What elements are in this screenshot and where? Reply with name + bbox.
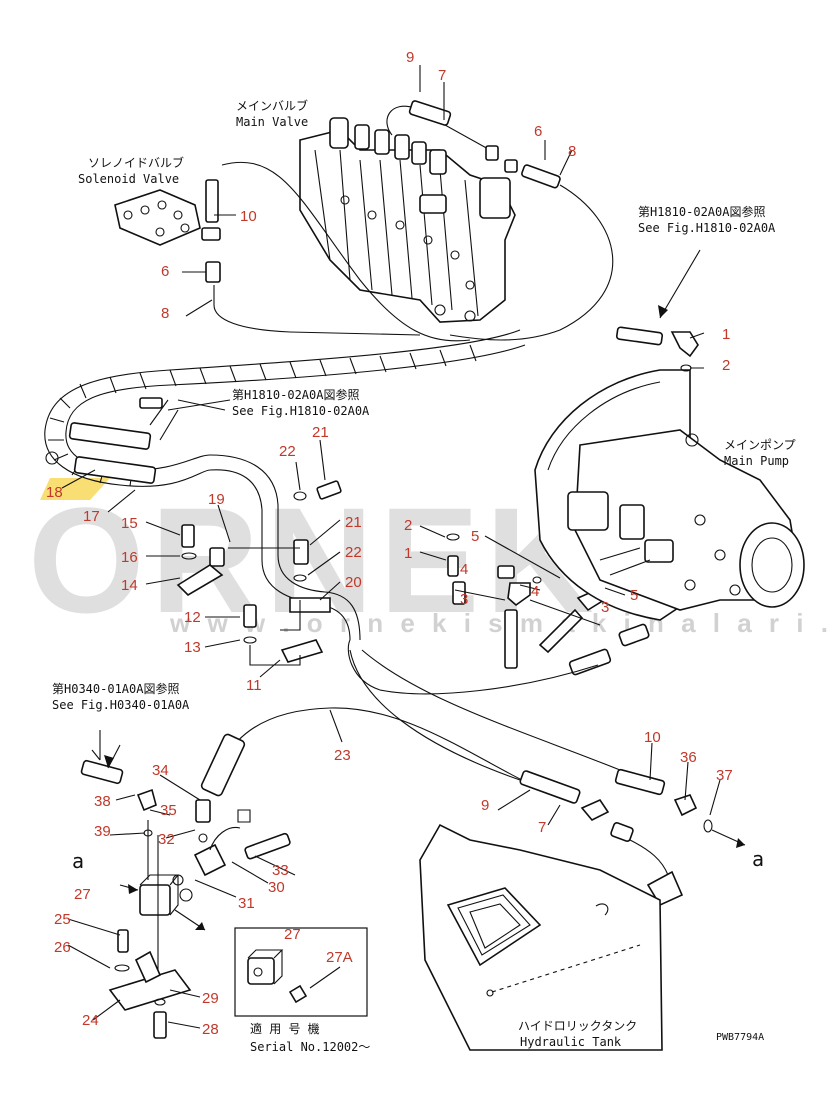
part-number: 26 <box>54 939 71 956</box>
part-number: 3 <box>601 599 609 616</box>
part-number: 23 <box>334 747 351 764</box>
view-a-right: a <box>752 847 764 871</box>
mid-fittings <box>347 533 650 695</box>
part-number: 7 <box>538 819 546 836</box>
part-number: 33 <box>272 862 289 879</box>
watermark-url: w w w . o r n e k i s m a k i n a l a r … <box>169 608 839 638</box>
ref-h1810-left-en: See Fig.H1810-02A0A <box>232 404 370 418</box>
tank-label-jp: ハイドロリックタンク <box>518 1019 637 1033</box>
part-number: 9 <box>406 49 414 66</box>
part-number: 6 <box>534 123 542 140</box>
part-number: 16 <box>121 549 138 566</box>
part-number: 9 <box>481 797 489 814</box>
part-number: 20 <box>345 574 362 591</box>
part-number: 22 <box>279 443 296 460</box>
ref-h0340-jp: 第H0340-01A0A図参照 <box>52 681 179 696</box>
ref-h1810-left-jp: 第H1810-02A0A図参照 <box>232 387 359 402</box>
part-number: 1 <box>404 545 412 562</box>
serial-label-jp: 適 用 号 機 <box>250 1021 320 1036</box>
pressure-switch-assembly <box>80 759 291 1039</box>
mid-bolts <box>243 480 342 666</box>
hydraulic-tank-drawing <box>419 823 663 1051</box>
part-number: 27 <box>284 926 301 943</box>
part-number: 4 <box>460 561 468 578</box>
part-number: 10 <box>240 208 257 225</box>
main-valve-drawing <box>299 117 516 323</box>
watermark-brand: ORNEK <box>28 476 600 644</box>
part-number: 36 <box>680 749 697 766</box>
spiral-hose-bundle <box>44 329 526 641</box>
part-number: 4 <box>531 583 539 600</box>
detail-box <box>234 927 368 1017</box>
lower-hoses <box>200 649 746 907</box>
part-number: 27A <box>326 949 353 966</box>
part-number: 13 <box>184 639 201 656</box>
part-number: 14 <box>121 577 138 594</box>
part-number: 11 <box>246 677 262 694</box>
part-number: 2 <box>404 517 412 534</box>
part-number: 19 <box>208 491 225 508</box>
top-hoses <box>213 100 614 342</box>
part-number: 22 <box>345 544 362 561</box>
leader-lines <box>61 65 721 1029</box>
part-number: 18 <box>46 484 63 501</box>
part-number: 5 <box>471 528 479 545</box>
part-number: 21 <box>312 424 329 441</box>
part-number: 3 <box>460 591 468 608</box>
part-number: 7 <box>438 67 446 84</box>
part-number: 2 <box>722 357 730 374</box>
view-a-left: a <box>72 849 84 873</box>
part-number: 38 <box>94 793 111 810</box>
diagram-labels: メインバルブ Main Valve ソレノイドバルブ Solenoid Valv… <box>52 98 796 1054</box>
clamp-parts-left <box>45 397 225 597</box>
ref-h1810-right-en: See Fig.H1810-02A0A <box>638 221 776 235</box>
part-number: 28 <box>202 1021 219 1038</box>
part-number: 8 <box>161 305 169 322</box>
part-number: 5 <box>630 587 638 604</box>
tank-label-en: Hydraulic Tank <box>520 1035 622 1049</box>
part-number: 35 <box>160 802 177 819</box>
part-number-callouts: 9 7 6 8 10 6 8 1 2 21 22 18 17 15 19 16 … <box>46 49 733 1038</box>
part-number: 29 <box>202 990 219 1007</box>
serial-label-en: Serial No.12002〜 <box>250 1040 370 1054</box>
part-number: 39 <box>94 823 111 840</box>
main-pump-label-jp: メインポンプ <box>724 438 796 452</box>
watermark-accent <box>40 478 110 500</box>
part-number: 6 <box>161 263 169 280</box>
part-number: 17 <box>83 508 100 525</box>
part-number: 1 <box>722 326 730 343</box>
part-number: 25 <box>54 911 71 928</box>
main-valve-label-en: Main Valve <box>236 115 308 129</box>
ref-h0340-en: See Fig.H0340-01A0A <box>52 698 190 712</box>
part-number: 21 <box>345 514 362 531</box>
part-number: 27 <box>74 886 91 903</box>
part-number: 34 <box>152 762 169 779</box>
part-number: 37 <box>716 767 733 784</box>
solenoid-label-en: Solenoid Valve <box>78 172 179 186</box>
main-pump-drawing <box>534 369 805 621</box>
watermark: ORNEK w w w . o r n e k i s m a k i n a … <box>28 476 839 644</box>
part-number: 15 <box>121 515 138 532</box>
main-pump-label-en: Main Pump <box>724 454 789 468</box>
part-number: 24 <box>82 1012 99 1029</box>
part-number: 12 <box>184 609 201 626</box>
main-valve-label-jp: メインバルブ <box>236 98 308 113</box>
solenoid-valve-drawing <box>114 179 221 283</box>
part-number: 30 <box>268 879 285 896</box>
pump-inlet-fitting <box>615 326 699 372</box>
drawing-code: PWB7794A <box>716 1032 764 1043</box>
part-number: 8 <box>568 143 576 160</box>
part-number: 10 <box>644 729 661 746</box>
solenoid-label-jp: ソレノイドバルブ <box>88 155 184 170</box>
part-number: 31 <box>238 895 255 912</box>
ref-h1810-right-jp: 第H1810-02A0A図参照 <box>638 204 765 219</box>
part-number: 32 <box>158 831 175 848</box>
